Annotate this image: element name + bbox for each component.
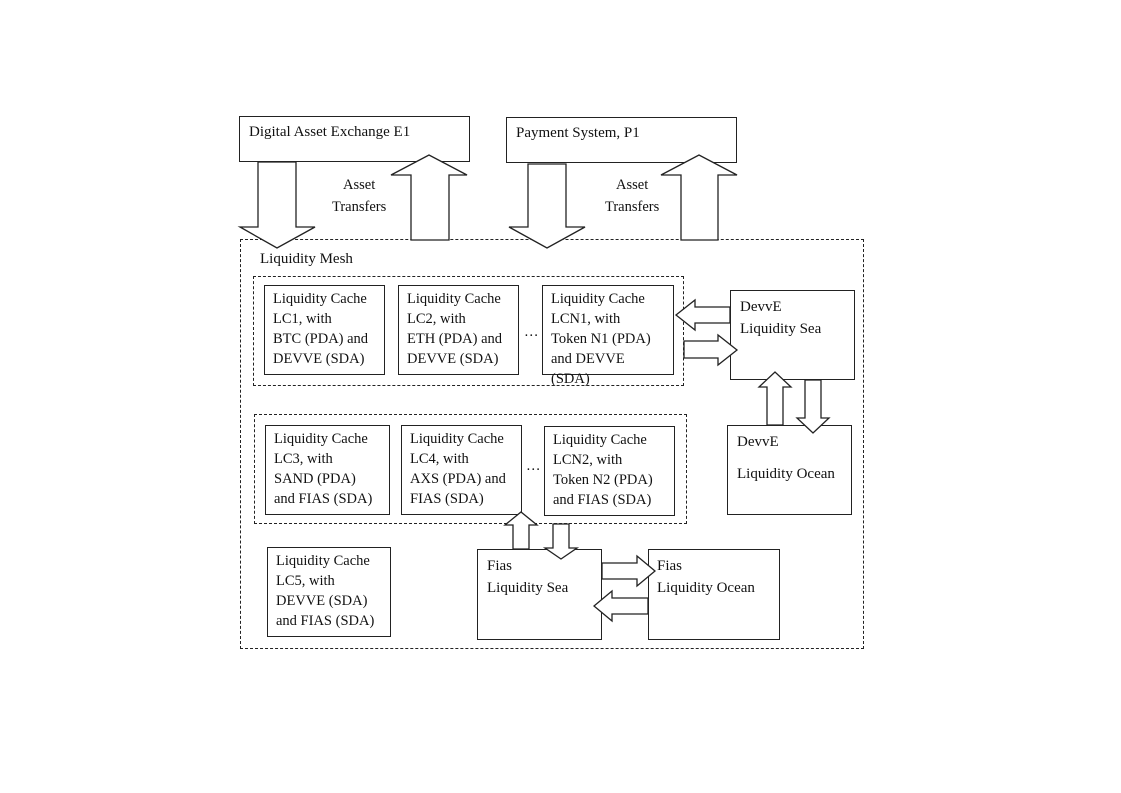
- up-arrow-exchange: [390, 154, 468, 241]
- liquidity-cache-lcn1: Liquidity Cache LCN1, with Token N1 (PDA…: [542, 285, 674, 387]
- devve-liquidity-sea: DevvE Liquidity Sea: [730, 290, 855, 380]
- liquidity-cache-lc3: Liquidity Cache LC3, with SAND (PDA) and…: [265, 425, 390, 515]
- liquidity-cache-lc2: Liquidity Cache LC2, with ETH (PDA) and …: [398, 285, 519, 375]
- payment-system-box: Payment System, P1: [506, 117, 737, 163]
- lc5-text: Liquidity Cache LC5, with DEVVE (SDA) an…: [276, 553, 375, 629]
- up-arrow-payment: [660, 154, 738, 241]
- down-arrow-exchange: [237, 161, 316, 249]
- exchange-label: Digital Asset Exchange E1: [249, 124, 411, 140]
- lc2-text: Liquidity Cache LC2, with ETH (PDA) and …: [407, 291, 503, 367]
- liquidity-cache-lc1: Liquidity Cache LC1, with BTC (PDA) and …: [264, 285, 385, 375]
- group1-ellipsis: …: [524, 324, 539, 340]
- asset-transfers-left-label: Asset Transfers: [332, 177, 387, 215]
- asset-transfers-right-label: Asset Transfers: [605, 177, 660, 215]
- down-arrow-payment: [508, 163, 586, 249]
- lcn2-text: Liquidity Cache LCN2, with Token N2 (PDA…: [553, 432, 653, 508]
- devve-liquidity-ocean: DevvE Liquidity Ocean: [727, 425, 852, 515]
- lcn1-text: Liquidity Cache LCN1, with Token N1 (PDA…: [551, 291, 651, 387]
- lc3-text: Liquidity Cache LC3, with SAND (PDA) and…: [274, 431, 373, 507]
- liquidity-cache-lc5: Liquidity Cache LC5, with DEVVE (SDA) an…: [267, 547, 391, 637]
- lc4-text: Liquidity Cache LC4, with AXS (PDA) and …: [410, 431, 506, 507]
- liquidity-cache-lcn2: Liquidity Cache LCN2, with Token N2 (PDA…: [544, 426, 675, 516]
- cache-group-fias: [254, 414, 687, 524]
- payment-system-label: Payment System, P1: [516, 125, 640, 141]
- devve-ocean-line1: DevvE: [737, 434, 779, 450]
- lc1-text: Liquidity Cache LC1, with BTC (PDA) and …: [273, 291, 369, 367]
- devve-sea-text: DevvE Liquidity Sea: [740, 299, 822, 337]
- group2-ellipsis: …: [526, 458, 541, 474]
- fias-sea-text: Fias Liquidity Sea: [487, 558, 569, 596]
- fias-ocean-text: Fias Liquidity Ocean: [657, 558, 755, 596]
- fias-liquidity-ocean: Fias Liquidity Ocean: [648, 549, 780, 640]
- fias-liquidity-sea: Fias Liquidity Sea: [477, 549, 602, 640]
- devve-ocean-line2: Liquidity Ocean: [737, 466, 835, 482]
- liquidity-cache-lc4: Liquidity Cache LC4, with AXS (PDA) and …: [401, 425, 522, 515]
- exchange-box: Digital Asset Exchange E1: [239, 116, 470, 162]
- liquidity-mesh-label: Liquidity Mesh: [260, 251, 353, 267]
